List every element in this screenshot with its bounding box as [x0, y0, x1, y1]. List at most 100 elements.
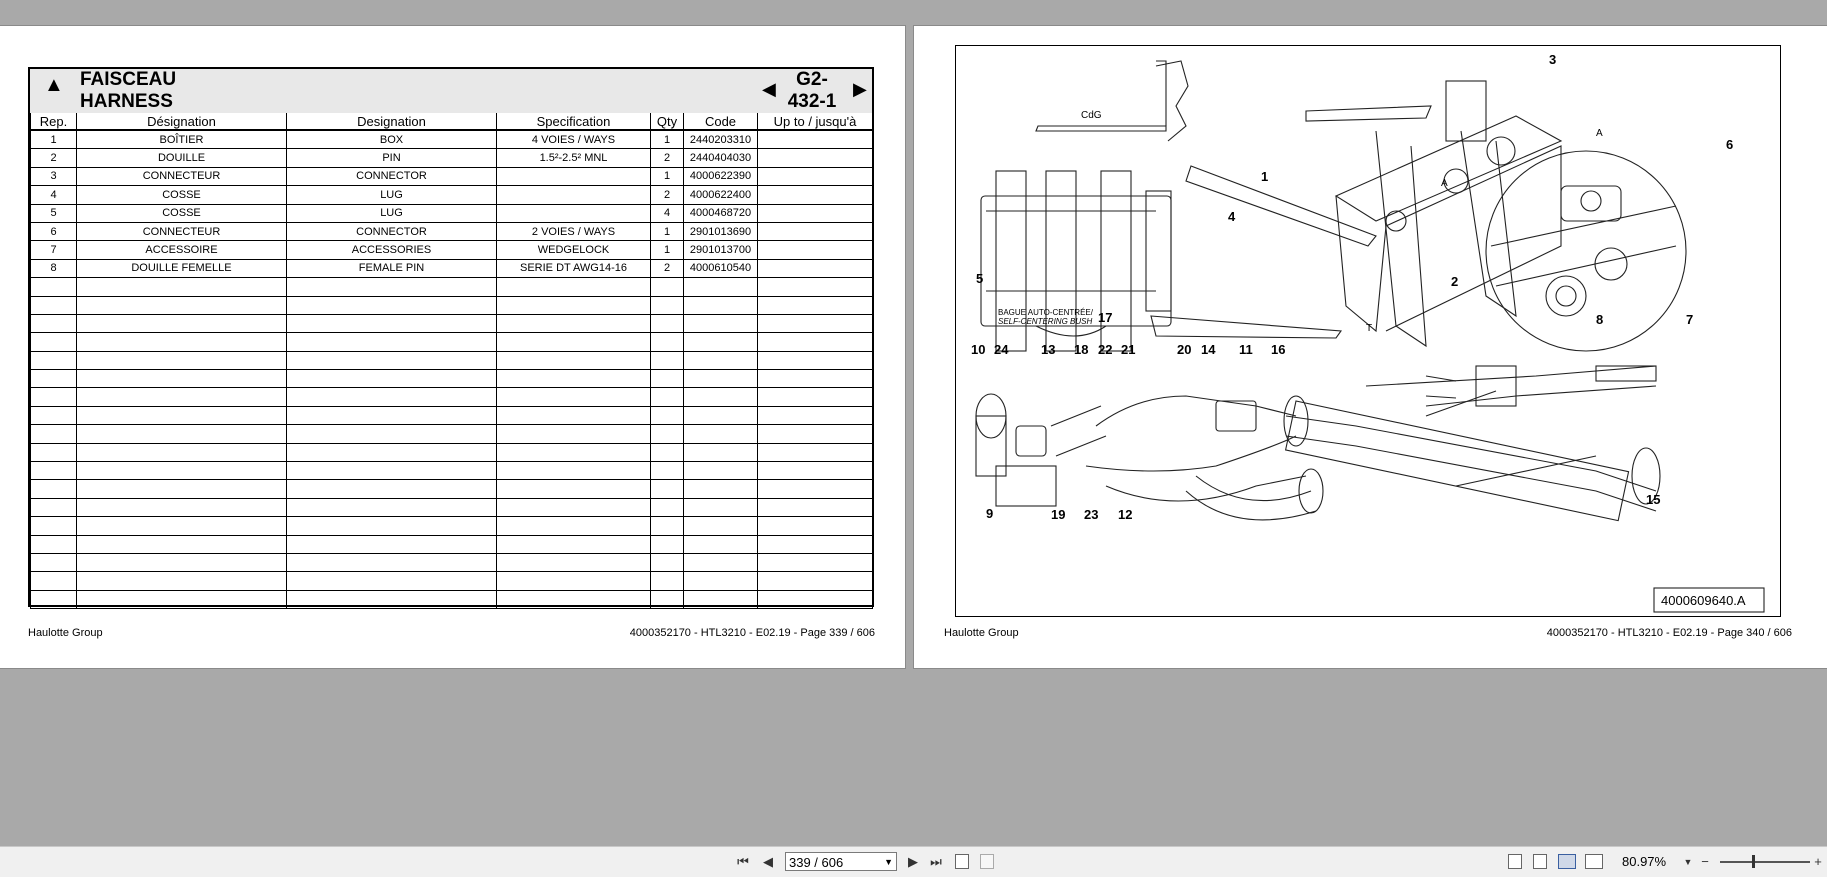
table-cell	[757, 461, 873, 481]
callout-12: 12	[1118, 507, 1132, 522]
table-cell	[496, 479, 651, 499]
table-cell	[496, 406, 651, 426]
single-page-view-icon[interactable]	[1508, 854, 1522, 869]
table-cell: SERIE DT AWG14-16	[496, 259, 651, 279]
table-cell: 3	[30, 167, 77, 187]
table-cell: COSSE	[76, 185, 287, 205]
table-cell	[496, 332, 651, 352]
section-reference: G2- 432-1	[782, 69, 842, 113]
section-ref-line2: 432-1	[787, 91, 837, 112]
table-cell	[286, 590, 497, 610]
zoom-in-icon[interactable]: +	[1814, 854, 1822, 869]
table-cell: 8	[30, 259, 77, 279]
table-cell	[76, 535, 287, 554]
zoom-level: 80.97%	[1622, 854, 1667, 869]
table-cell	[496, 424, 651, 444]
table-cell	[286, 461, 497, 481]
title-line-fr: FAISCEAU	[80, 69, 177, 90]
table-cell	[76, 277, 287, 297]
table-cell	[76, 332, 287, 352]
table-cell: ACCESSORIES	[286, 240, 497, 260]
table-cell	[650, 332, 684, 352]
callout-17: 17	[1098, 310, 1112, 325]
page-number-input[interactable]: 339 / 606 ▼	[785, 852, 897, 871]
zoom-slider-track[interactable]	[1720, 861, 1810, 863]
table-cell	[76, 443, 287, 463]
up-arrow-icon[interactable]: ▲	[44, 74, 64, 96]
continuous-view-icon[interactable]	[1533, 854, 1547, 869]
table-cell	[496, 461, 651, 481]
table-header-bar: ▲ FAISCEAU HARNESS ◀ G2- 432-1 ▶	[30, 69, 872, 114]
next-page-icon[interactable]: ▶	[908, 854, 918, 869]
table-cell: 4 VOIES / WAYS	[496, 130, 651, 150]
zoom-slider-thumb[interactable]	[1752, 855, 1755, 868]
prev-section-icon[interactable]: ◀	[762, 79, 776, 99]
last-page-icon[interactable]: ⏭	[930, 854, 942, 869]
label-a-2: A	[1441, 178, 1448, 189]
first-page-icon[interactable]: ⏮	[737, 854, 749, 869]
prev-page-icon[interactable]: ◀	[763, 854, 773, 869]
zoom-dropdown-icon[interactable]: ▼	[1683, 857, 1693, 867]
table-cell	[757, 148, 873, 168]
table-cell: 5	[30, 204, 77, 223]
table-cell	[757, 296, 873, 315]
table-row	[30, 479, 873, 499]
table-cell	[286, 571, 497, 591]
table-cell: 2	[650, 185, 684, 205]
table-cell	[683, 424, 758, 444]
table-cell	[496, 369, 651, 389]
table-cell: 4000610540	[683, 259, 758, 279]
table-cell: 2	[650, 259, 684, 279]
table-cell: 6	[30, 222, 77, 242]
two-page-view-icon[interactable]	[1558, 854, 1576, 869]
chevron-down-icon[interactable]: ▼	[884, 857, 893, 867]
table-cell: DOUILLE FEMELLE	[76, 259, 287, 279]
table-cell	[30, 296, 77, 315]
next-section-icon[interactable]: ▶	[853, 79, 867, 99]
table-cell	[76, 516, 287, 536]
callout-24: 24	[994, 342, 1009, 357]
table-cell: 4	[30, 185, 77, 205]
table-cell	[30, 590, 77, 610]
table-row	[30, 296, 873, 315]
table-row	[30, 369, 873, 389]
table-cell: 1	[650, 167, 684, 187]
table-cell	[286, 296, 497, 315]
table-cell	[683, 571, 758, 591]
table-cell	[30, 277, 77, 297]
table-cell	[650, 443, 684, 463]
callout-16: 16	[1271, 342, 1285, 357]
table-cell	[683, 516, 758, 536]
table-cell: CONNECTEUR	[76, 167, 287, 187]
table-cell	[496, 443, 651, 463]
table-cell	[30, 369, 77, 389]
right-page: 1 2 3 4 5 6 7 8 9 10 11 12 13 14 15 16 1…	[914, 26, 1827, 668]
table-row	[30, 351, 873, 371]
table-row	[30, 332, 873, 352]
two-page-continuous-view-icon[interactable]	[1585, 854, 1603, 869]
table-cell	[650, 387, 684, 407]
table-cell	[683, 332, 758, 352]
column-header: Code	[683, 113, 758, 131]
table-cell	[496, 296, 651, 315]
table-cell: 1	[650, 130, 684, 150]
table-cell	[683, 443, 758, 463]
table-cell	[30, 571, 77, 591]
label-cdg: CdG	[1081, 110, 1102, 121]
table-cell	[496, 167, 651, 187]
table-cell	[683, 479, 758, 499]
table-row	[30, 387, 873, 407]
table-cell	[757, 277, 873, 297]
column-header: Designation	[286, 113, 497, 131]
table-cell	[650, 590, 684, 610]
zoom-out-icon[interactable]: −	[1701, 854, 1709, 869]
table-cell	[683, 498, 758, 518]
table-cell	[683, 277, 758, 297]
callout-1: 1	[1261, 169, 1268, 184]
footer-page-info: 4000352170 - HTL3210 - E02.19 - Page 339…	[629, 627, 875, 639]
paste-page-icon[interactable]	[980, 854, 994, 869]
table-cell	[757, 535, 873, 554]
copy-page-icon[interactable]	[955, 854, 969, 869]
